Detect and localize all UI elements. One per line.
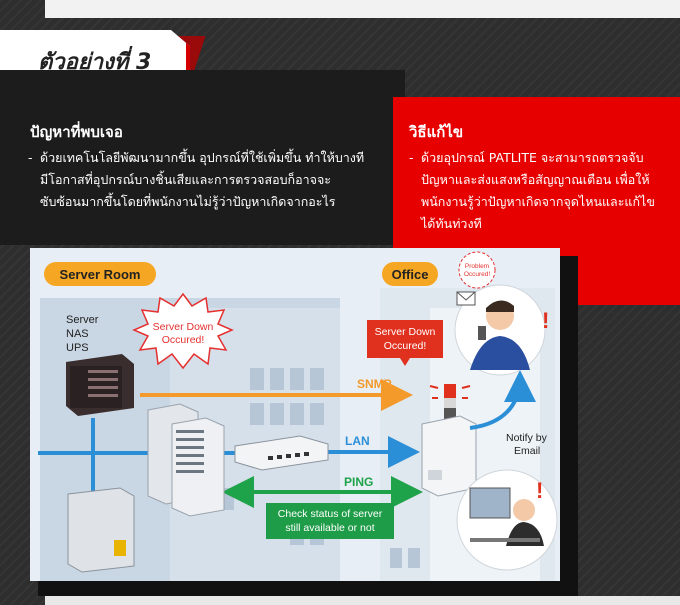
patlite-controller xyxy=(421,415,477,497)
notify-label: Notify by Email xyxy=(506,432,548,457)
problem-panel xyxy=(0,70,405,245)
solution-heading: วิธีแก้ไข xyxy=(409,123,464,141)
server-down-box: Server Down Occured! xyxy=(367,320,443,366)
network-diagram: Server Room Office Server NAS UPS Server… xyxy=(30,248,560,581)
device-list-label: Server NAS UPS xyxy=(66,314,99,354)
bottom-divider xyxy=(45,596,680,605)
top-divider xyxy=(45,0,680,18)
device-label-nas: NAS xyxy=(66,328,89,340)
problem-heading: ปัญหาที่พบเจอ xyxy=(30,123,123,141)
office-label: Office xyxy=(382,262,438,286)
problem-line: มีโอกาสที่อุปกรณ์บางชิ้นเสียและการตรวจสอ… xyxy=(40,172,331,187)
burst-line: Server Down xyxy=(153,321,214,333)
solution-bullet: - xyxy=(409,150,414,165)
check-status-line: still available or not xyxy=(285,522,374,534)
problem-text: - ด้วยเทคโนโลยีพัฒนามากขึ้น อุปกรณ์ที่ใช… xyxy=(28,147,395,213)
alert-icon: ! xyxy=(536,478,543,503)
network-switch xyxy=(234,435,329,471)
lan-label: LAN xyxy=(345,434,370,448)
problem-burst-line: Problem xyxy=(465,263,489,270)
office-text: Office xyxy=(392,267,429,282)
problem-burst-line: Occured! xyxy=(464,271,491,278)
employee-desk-circle: ! xyxy=(456,469,558,571)
server-room-text: Server Room xyxy=(60,267,141,282)
email-icon xyxy=(456,291,476,306)
check-status-line: Check status of server xyxy=(278,508,383,520)
notify-line: Notify by xyxy=(506,432,548,444)
problem-line: ด้วยเทคโนโลยีพัฒนามากขึ้น อุปกรณ์ที่ใช้เ… xyxy=(40,150,365,165)
server-down-line: Occured! xyxy=(384,340,427,352)
snmp-label: SNMP xyxy=(357,377,392,391)
alert-icon: ! xyxy=(542,308,549,333)
burst-line: Occured! xyxy=(162,334,205,346)
problem-occured-burst: Problem Occured! xyxy=(458,251,496,289)
problem-line: ซับซ้อนมากขึ้นโดยที่พนักงานไม่รู้ว่าปัญห… xyxy=(40,194,336,209)
employee-phone-circle: ! xyxy=(454,284,549,376)
notify-line: Email xyxy=(514,445,540,457)
solution-line: ด้วยอุปกรณ์ PATLITE จะสามารถตรวจจับ xyxy=(421,150,644,165)
ping-label: PING xyxy=(344,475,373,489)
solution-line: ปัญหาและส่งแสงหรือสัญญาณเตือน เพื่อให้ xyxy=(421,172,650,187)
server-down-burst: Server Down Occured! xyxy=(132,292,234,370)
device-label-server: Server xyxy=(66,314,99,326)
tower-servers xyxy=(147,403,225,517)
server-room-label: Server Room xyxy=(44,262,156,286)
check-status-box: Check status of server still available o… xyxy=(266,503,394,539)
notify-arrow xyxy=(469,370,536,430)
server-down-line: Server Down xyxy=(375,326,436,338)
problem-bullet: - xyxy=(28,150,33,165)
device-label-ups: UPS xyxy=(66,342,89,354)
ups-device xyxy=(67,487,135,573)
solution-line: พนักงานรู้ว่าปัญหาเกิดจากจุดไหนและแก้ไข xyxy=(421,194,655,209)
solution-line: ได้ทันท่วงที xyxy=(421,216,482,231)
server-rack xyxy=(66,354,134,416)
solution-text: - ด้วยอุปกรณ์ PATLITE จะสามารถตรวจจับ ปั… xyxy=(409,147,676,235)
